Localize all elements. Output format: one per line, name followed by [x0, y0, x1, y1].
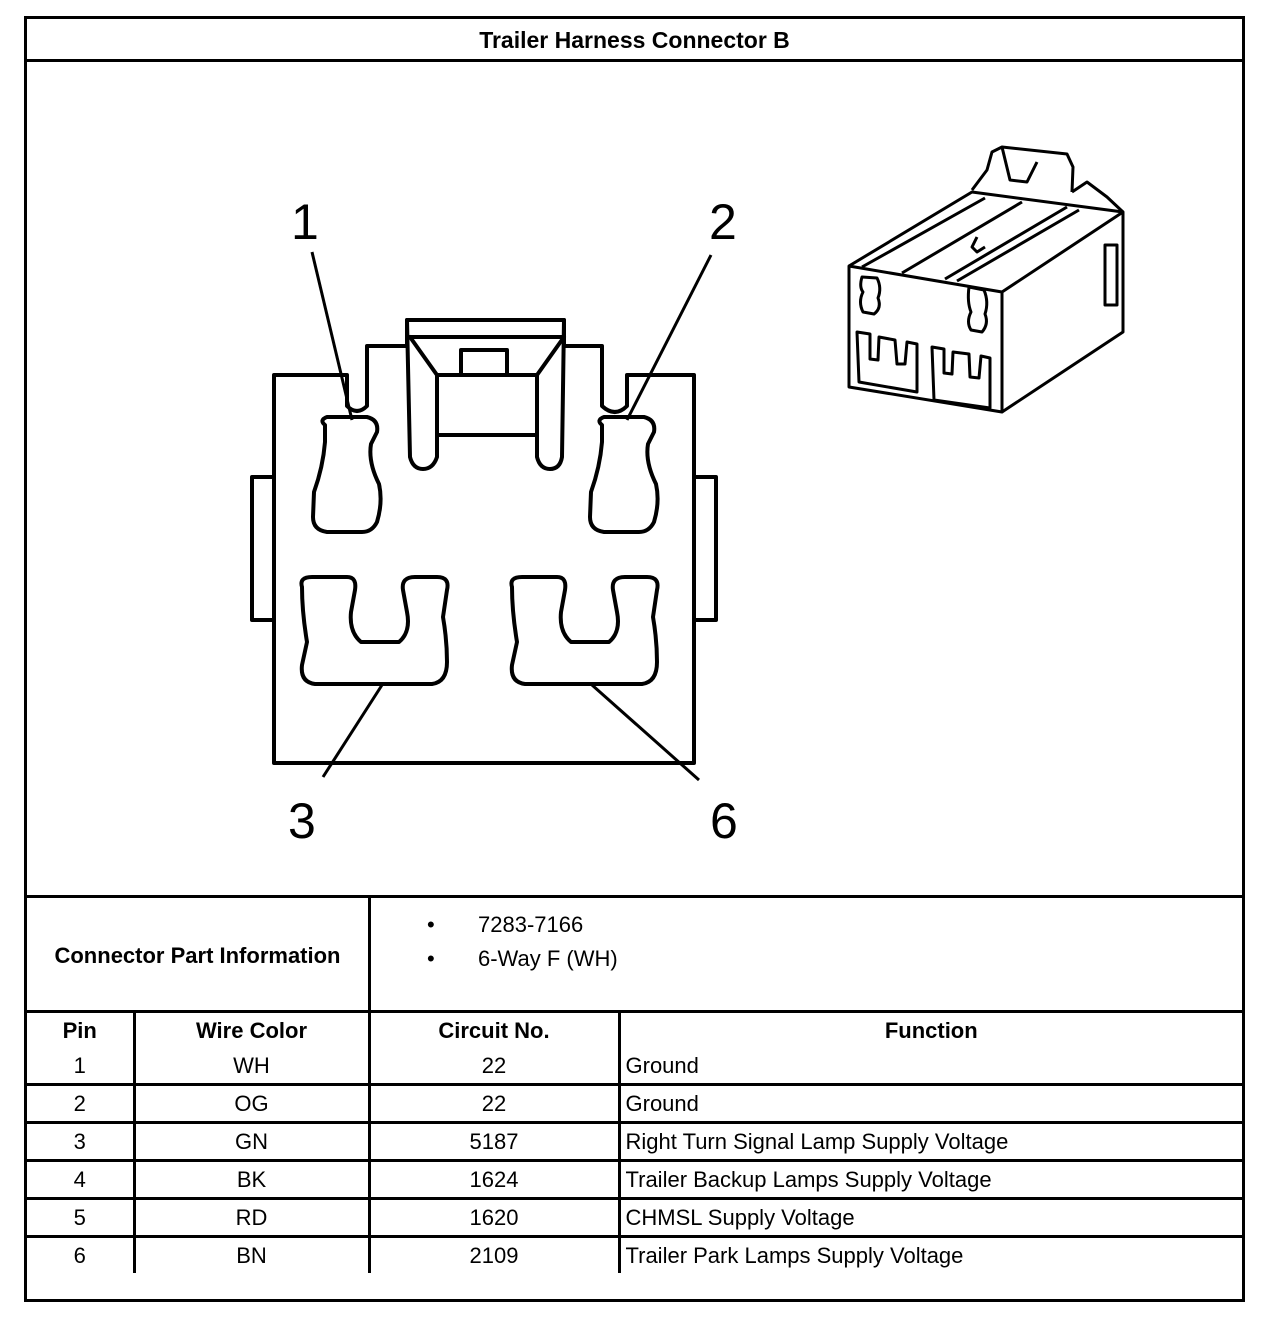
connector-face-drawing: 1 2 3 6	[250, 145, 1125, 849]
table-row: 6 BN 2109 Trailer Park Lamps Supply Volt…	[27, 1235, 1242, 1273]
cell-function: Ground	[617, 1048, 1242, 1086]
part-number: 7283-7166	[478, 912, 584, 937]
cell-pin: 6	[27, 1235, 136, 1273]
pin-3-cavity	[299, 575, 450, 686]
pin-1-leader	[310, 251, 354, 421]
cell-circuit: 1620	[367, 1197, 621, 1238]
cell-circuit: 22	[367, 1048, 621, 1086]
cell-pin: 2	[27, 1083, 136, 1124]
cell-pin: 1	[27, 1048, 136, 1086]
latch	[405, 318, 566, 471]
pin-2-leader	[625, 254, 713, 421]
connector-sheet: Trailer Harness Connector B	[24, 16, 1245, 1302]
header-wire-color: Wire Color	[132, 1013, 371, 1048]
cell-wire-color: WH	[132, 1048, 371, 1086]
header-circuit-no: Circuit No.	[367, 1013, 621, 1048]
table-row: 4 BK 1624 Trailer Backup Lamps Supply Vo…	[27, 1159, 1242, 1200]
cell-wire-color: GN	[132, 1121, 371, 1162]
cell-function: Trailer Backup Lamps Supply Voltage	[617, 1159, 1242, 1200]
cell-wire-color: BN	[132, 1235, 371, 1273]
pin-1-cavity	[311, 415, 383, 534]
list-item: • 6-Way F (WH)	[371, 942, 618, 976]
table-header-row: Pin Wire Color Circuit No. Function	[27, 1013, 1242, 1048]
pin-2-cavity	[588, 415, 660, 534]
pin-2-callout: 2	[709, 194, 737, 250]
header-pin: Pin	[27, 1013, 136, 1048]
pin-6-cavity	[509, 575, 660, 686]
cell-function: Trailer Park Lamps Supply Voltage	[617, 1235, 1242, 1273]
table-row: 5 RD 1620 CHMSL Supply Voltage	[27, 1197, 1242, 1238]
left-rib	[250, 475, 276, 622]
connector-isometric-illustration	[847, 145, 1125, 414]
cell-circuit: 2109	[367, 1235, 621, 1273]
table-row: 1 WH 22 Ground	[27, 1048, 1242, 1086]
bullet-icon: •	[427, 946, 435, 971]
connector-part-information: Connector Part Information • 7283-7166 • 6…	[27, 895, 1242, 1013]
cell-circuit: 1624	[367, 1159, 621, 1200]
cell-pin: 3	[27, 1121, 136, 1162]
right-rib	[692, 475, 718, 622]
cell-wire-color: RD	[132, 1197, 371, 1238]
connector-diagram: 1 2 3 6	[27, 62, 1242, 895]
pin-3-leader	[321, 684, 384, 778]
cell-wire-color: BK	[132, 1159, 371, 1200]
table-row: 3 GN 5187 Right Turn Signal Lamp Supply …	[27, 1121, 1242, 1162]
pin-1-callout: 1	[291, 194, 319, 250]
cell-function: Ground	[617, 1083, 1242, 1124]
cell-circuit: 5187	[367, 1121, 621, 1162]
bullet-icon: •	[427, 912, 435, 937]
table-row: 2 OG 22 Ground	[27, 1083, 1242, 1124]
cell-function: Right Turn Signal Lamp Supply Voltage	[617, 1121, 1242, 1162]
list-item: • 7283-7166	[371, 908, 618, 942]
header-function: Function	[617, 1013, 1242, 1048]
page-title: Trailer Harness Connector B	[27, 19, 1242, 62]
connector-info-label: Connector Part Information	[27, 898, 371, 1010]
cell-function: CHMSL Supply Voltage	[617, 1197, 1242, 1238]
connector-body-outline	[272, 318, 696, 765]
cell-wire-color: OG	[132, 1083, 371, 1124]
connector-info-list: • 7283-7166 • 6-Way F (WH)	[371, 908, 618, 976]
pin-6-leader	[591, 683, 700, 782]
cell-circuit: 22	[367, 1083, 621, 1124]
pinout-table: Pin Wire Color Circuit No. Function 1 WH…	[27, 1013, 1242, 1273]
pin-3-callout: 3	[288, 793, 316, 849]
pin-6-callout: 6	[710, 793, 738, 849]
connector-description: 6-Way F (WH)	[478, 946, 618, 971]
cell-pin: 5	[27, 1197, 136, 1238]
cell-pin: 4	[27, 1159, 136, 1200]
